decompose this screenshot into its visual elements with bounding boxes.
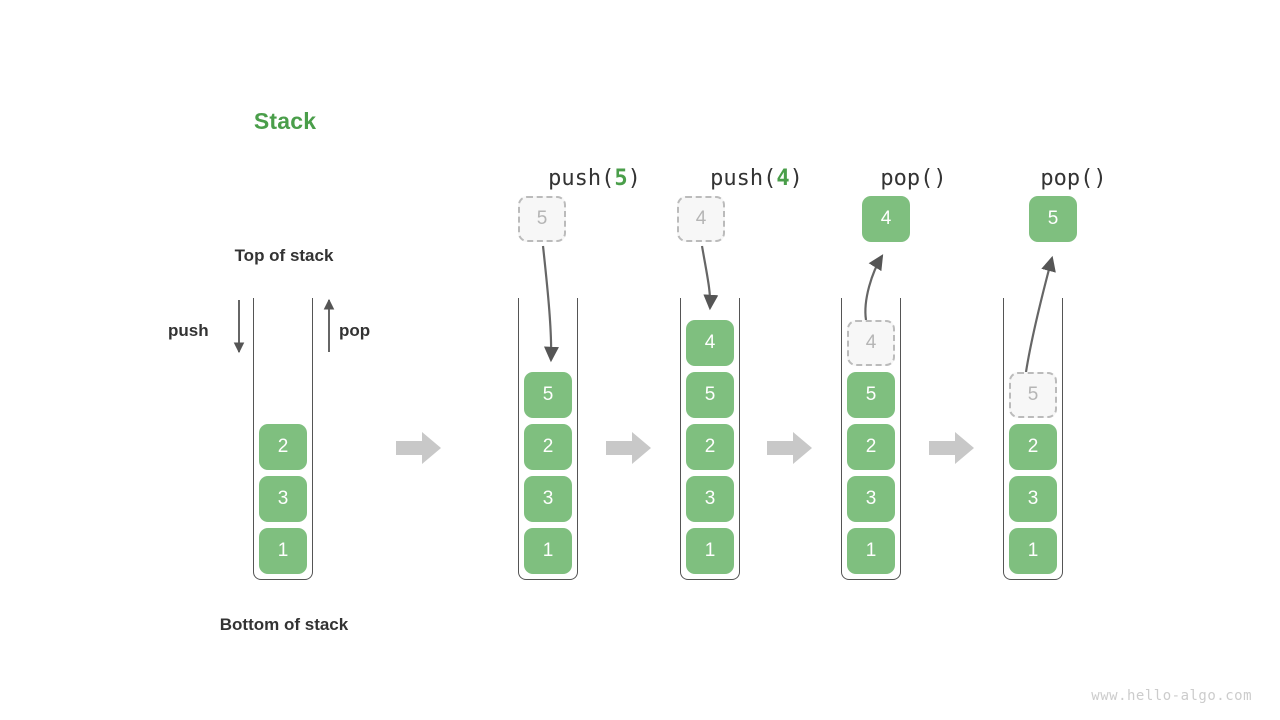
stack-cell: 1: [259, 528, 307, 574]
op-header-push-4: push(4): [645, 141, 815, 216]
push-label: push: [168, 321, 209, 340]
stack-cell: 2: [1009, 424, 1057, 470]
floating-cell: 4: [677, 196, 725, 242]
op-prefix: push(: [710, 166, 777, 191]
stack-vessel: [841, 298, 901, 580]
op-header-pop-4: pop(): [802, 141, 972, 216]
stack-cell: 5: [847, 372, 895, 418]
top-of-stack-label: Top of stack: [234, 246, 334, 265]
stack-cell: 2: [686, 424, 734, 470]
stack-cell: 5: [686, 372, 734, 418]
op-header-push-5: push(5): [483, 141, 653, 216]
op-prefix: pop(: [1040, 166, 1094, 191]
stack-vessel: [518, 298, 578, 580]
stack-cell: 1: [686, 528, 734, 574]
op-suffix: ): [789, 166, 803, 191]
stack-cell: 1: [524, 528, 572, 574]
pop-label: pop: [339, 321, 371, 340]
stack-cell: 3: [847, 476, 895, 522]
op-suffix: ): [1093, 166, 1107, 191]
op-suffix: ): [933, 166, 947, 191]
stack-vessel: [680, 298, 740, 580]
watermark: www.hello-algo.com: [1091, 688, 1252, 704]
stack-cell: 1: [1009, 528, 1057, 574]
stack-cell: 2: [524, 424, 572, 470]
stack-cell: 5: [524, 372, 572, 418]
stack-cell: 3: [259, 476, 307, 522]
stack-vessel: [1003, 298, 1063, 580]
ghost-cell: 5: [1009, 372, 1057, 418]
op-header-pop-5: pop(): [962, 141, 1132, 216]
floating-cell: 5: [518, 196, 566, 242]
stack-cell: 3: [1009, 476, 1057, 522]
stack-cell: 3: [524, 476, 572, 522]
stack-cell: 2: [847, 424, 895, 470]
ghost-cell: 4: [847, 320, 895, 366]
transition-arrow: [606, 431, 652, 465]
floating-cell: 5: [1029, 196, 1077, 242]
stack-cell: 4: [686, 320, 734, 366]
page-title: Stack: [253, 108, 317, 134]
stack-cell: 2: [259, 424, 307, 470]
op-prefix: pop(: [880, 166, 934, 191]
bottom-of-stack-label: Bottom of stack: [219, 615, 349, 634]
transition-arrow: [767, 431, 813, 465]
op-arg: 5: [614, 166, 628, 191]
op-prefix: push(: [548, 166, 615, 191]
stack-cell: 3: [686, 476, 734, 522]
op-suffix: ): [627, 166, 641, 191]
transition-arrow: [396, 431, 442, 465]
stack-cell: 1: [847, 528, 895, 574]
stack-vessel: [253, 298, 313, 580]
transition-arrow: [929, 431, 975, 465]
floating-cell: 4: [862, 196, 910, 242]
op-arg: 4: [776, 166, 790, 191]
